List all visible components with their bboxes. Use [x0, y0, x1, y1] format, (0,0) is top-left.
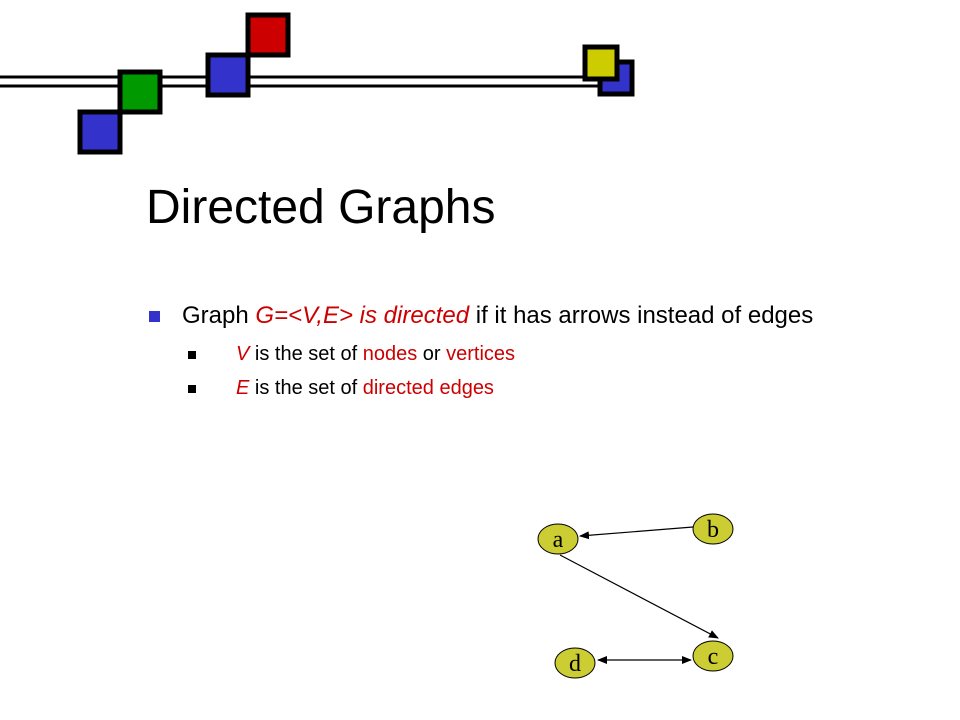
bullet3-text-is-set: is the set of [249, 377, 363, 399]
bullet1-text-is-directed: is directed [359, 302, 470, 329]
bullet-vertex-set: V is the set of nodes or vertices [188, 341, 826, 367]
node-d-label: d [569, 651, 581, 677]
bullet1-text-g-notation: G=<V,E> [255, 302, 353, 329]
node-c-shape [692, 640, 734, 672]
bullet3-text-e: E [236, 377, 250, 399]
bullet-list: Graph G=<V,E> is directed if it has arro… [146, 300, 826, 409]
sub-bullet-list: V is the set of nodes or vertices E is t… [182, 341, 826, 401]
slide-title: Directed Graphs [146, 181, 496, 234]
decor-square-green [117, 69, 163, 115]
graph-node-a: a [537, 523, 579, 555]
graph-node-b: b [692, 513, 734, 545]
bullet2-text-nodes: nodes [362, 343, 418, 365]
graph-node-c: c [692, 640, 734, 672]
node-a-shape [537, 523, 579, 555]
square-bullet-icon [149, 311, 160, 322]
square-bullet-icon [188, 351, 196, 359]
bullet1-text-graph: Graph [182, 302, 256, 329]
decor-square-blue-low [77, 109, 123, 155]
bullet3-text-directed-edges: directed edges [362, 377, 494, 399]
bullet2-text-vertices: vertices [446, 343, 516, 365]
square-bullet-icon [188, 385, 196, 393]
node-a-label: a [553, 527, 564, 553]
bullet-edge-set: E is the set of directed edges [188, 375, 826, 401]
node-b-shape [692, 513, 734, 545]
graph-node-d: d [554, 647, 596, 679]
bullet1-text-rest: if it has arrows instead of edges [469, 302, 814, 329]
decor-square-red [245, 12, 291, 58]
edge-b-to-a [579, 526, 694, 540]
bullet2-text-or: or [417, 343, 447, 365]
bullet1-text-space [353, 302, 360, 329]
node-c-label: c [708, 644, 719, 670]
directed-graph-diagram: a b c d [537, 513, 734, 679]
node-b-label: b [707, 517, 719, 543]
bullet2-text-is-set: is the set of [249, 343, 363, 365]
edge-a-to-c [559, 554, 719, 639]
node-d-shape [554, 647, 596, 679]
bullet2-text-v: V [236, 343, 250, 365]
bullet-directed-definition: Graph G=<V,E> is directed if it has arro… [146, 300, 826, 401]
decor-square-yellow [582, 44, 620, 82]
decor-square-blue-mid [205, 52, 251, 98]
